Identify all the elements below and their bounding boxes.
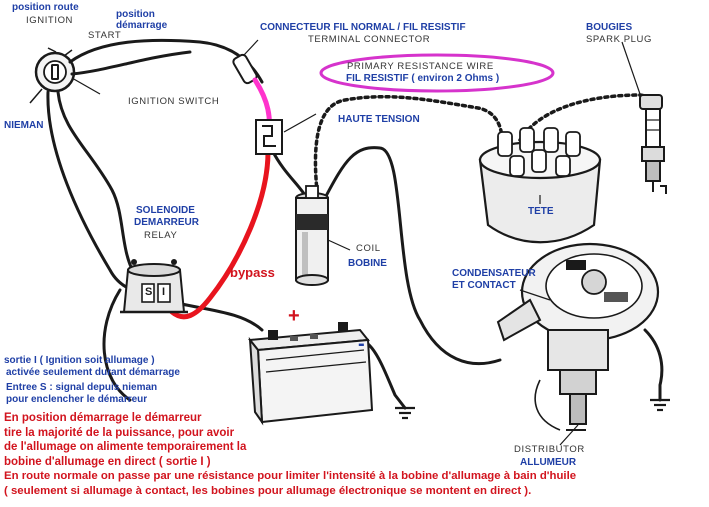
distributor-body (496, 242, 660, 431)
label-solenoide-2: DEMARREUR (134, 217, 199, 228)
label-position-demarrage-1: position (116, 9, 155, 20)
label-solenoide-1: SOLENOIDE (136, 205, 195, 216)
label-position-demarrage-2: démarrage (116, 20, 168, 31)
label-haute-tension: HAUTE TENSION (338, 114, 420, 125)
battery-plus-sign: + (288, 305, 300, 327)
label-nieman: NIEMAN (4, 120, 44, 131)
label-ignition-switch: IGNITION SWITCH (128, 96, 220, 107)
label-tete: TETE (528, 206, 554, 217)
label-bougies: BOUGIES (586, 22, 633, 33)
solenoid-terminal-i: I (162, 286, 166, 298)
label-ignition: IGNITION (26, 15, 74, 26)
note-red-2: tire la majorité de la puissance, pour a… (4, 426, 235, 439)
ground-symbol (395, 398, 670, 420)
note-sortie-i-2: activée seulement durant démarrage (6, 367, 180, 378)
label-connecteur: CONNECTEUR FIL NORMAL / FIL RESISTIF (260, 22, 466, 33)
label-condensateur-2: ET CONTACT (452, 280, 516, 291)
label-condensateur-1: CONDENSATEUR (452, 268, 536, 279)
label-relay: RELAY (144, 230, 178, 241)
note-sortie-i-1: sortie I ( Ignition soit allumage ) (4, 355, 155, 366)
note-entree-s-2: pour enclencher le démarreur (6, 394, 148, 405)
label-terminal-connector: TERMINAL CONNECTOR (308, 34, 431, 45)
label-allumeur: ALLUMEUR (520, 457, 577, 468)
ignition-coil (295, 185, 329, 286)
solenoid-terminal-s: S (145, 286, 153, 298)
note-red-3: de l'allumage on alimente temporairement… (4, 441, 247, 453)
note-red-6: ( seulement si allumage à contact, les b… (4, 484, 532, 497)
label-spark-plug: SPARK PLUG (586, 34, 653, 45)
ignition-switch (29, 47, 76, 104)
label-primary-resistance-wire: PRIMARY RESISTANCE WIRE (347, 61, 494, 72)
note-entree-s-1: Entree S : signal depuis nieman (6, 382, 158, 393)
leader-lines (71, 39, 641, 446)
terminal-connector-block (255, 119, 283, 155)
label-distributor: DISTRIBUTOR (514, 444, 585, 455)
label-bobine: BOBINE (348, 258, 387, 269)
spark-plug (639, 94, 667, 194)
starter-solenoid (120, 259, 188, 314)
note-red-5: En route normale on passe par une résist… (4, 470, 577, 482)
note-red-4: bobine d'allumage en direct ( sortie I ) (4, 455, 211, 468)
label-bypass: bypass (230, 265, 275, 280)
label-fil-resistif: FIL RESISTIF ( environ 2 Ohms ) (346, 73, 500, 84)
resistance-highlight (319, 53, 555, 93)
battery-minus-sign: - (358, 333, 365, 355)
label-coil: COIL (356, 243, 381, 254)
label-start: START (88, 30, 122, 41)
distributor-cap (478, 127, 602, 244)
label-position-route: position route (12, 2, 79, 13)
note-red-1: En position démarrage le démarreur (4, 412, 202, 424)
battery (248, 322, 374, 426)
